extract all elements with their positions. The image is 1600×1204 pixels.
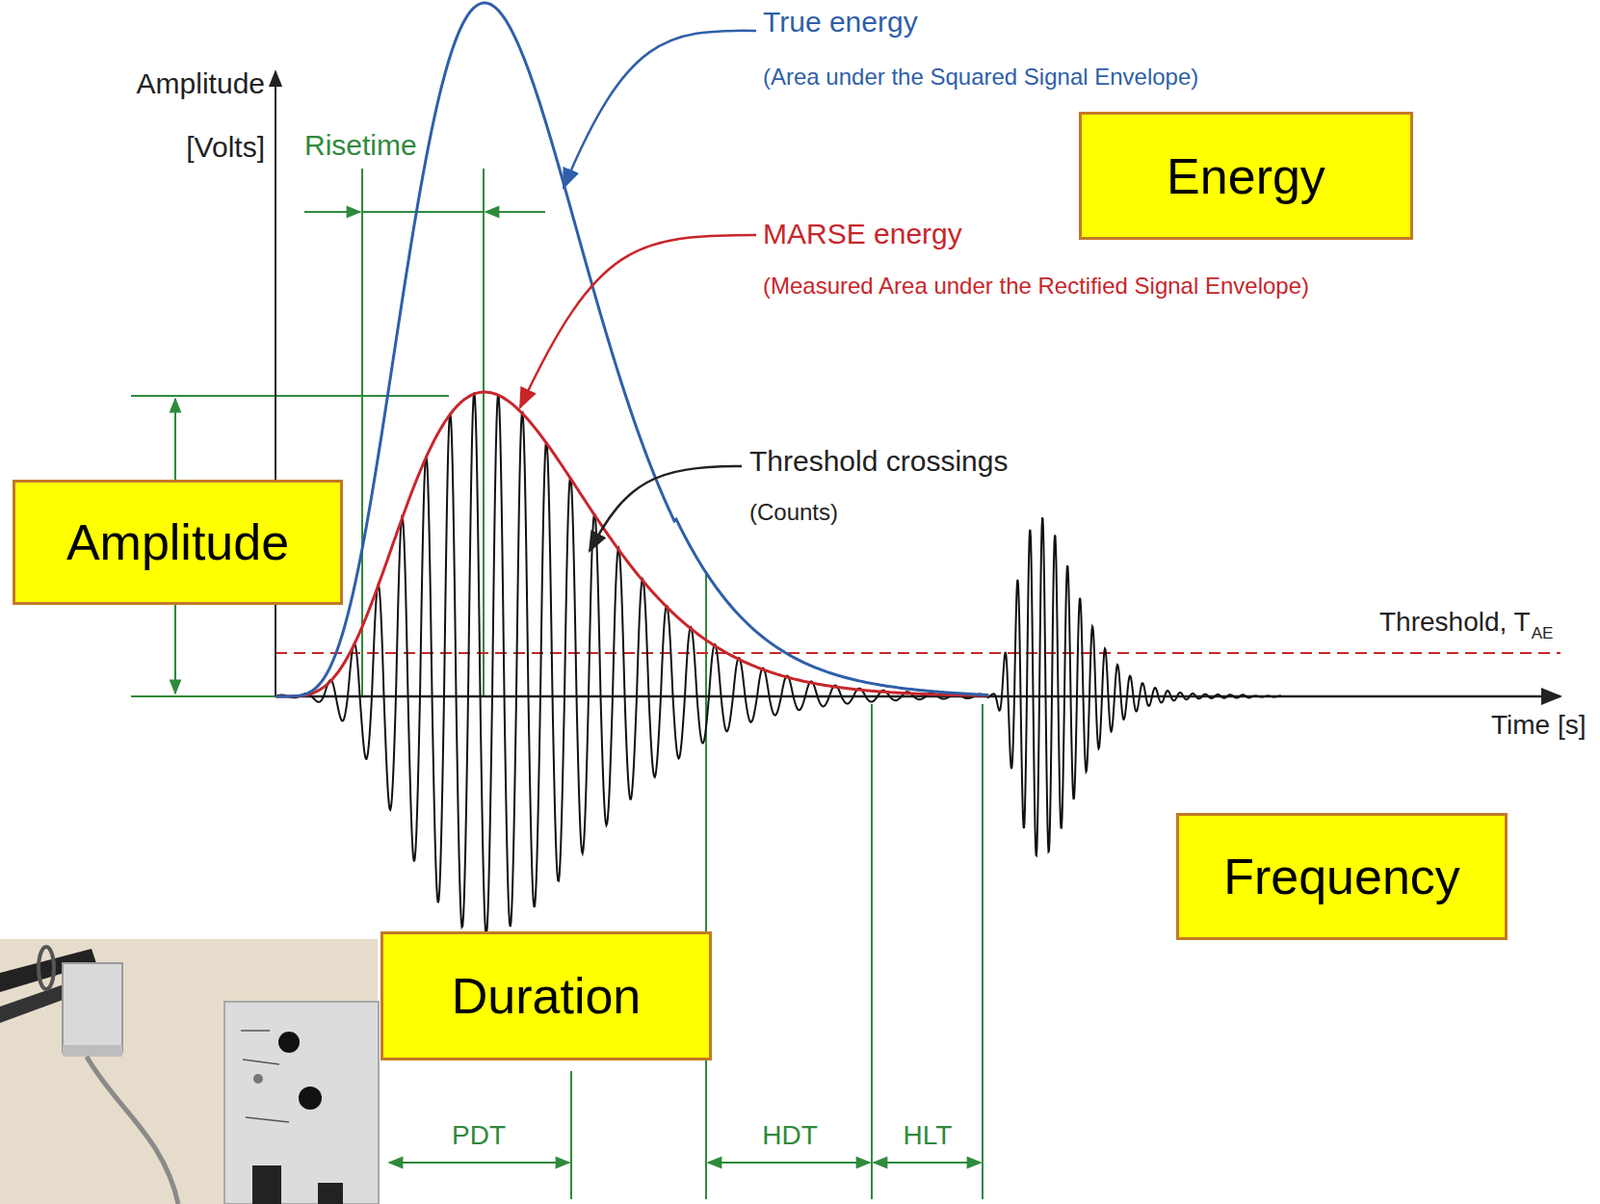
annotation-label: [Volts] [185, 131, 265, 165]
annotation-label: (Area under the Squared Signal Envelope) [762, 63, 1199, 91]
annotation-label: PDT [451, 1120, 506, 1152]
ae-signal [989, 518, 1282, 856]
annotation-label: Threshold crossings [749, 445, 1008, 479]
annotation-label: Threshold, T [1379, 606, 1531, 638]
annotation-label: HDT [761, 1120, 818, 1152]
box-label: Energy [1153, 141, 1339, 211]
annotation-label: Risetime [304, 129, 418, 163]
box-label: Amplitude [52, 507, 303, 578]
annotation-label: True energy [762, 5, 919, 40]
leader-line [589, 466, 742, 551]
annotation-label: AE [1531, 624, 1554, 644]
leader-line [520, 235, 757, 408]
box-label: Frequency [1209, 841, 1474, 912]
box-label: Duration [438, 961, 656, 1031]
annotation-label: (Measured Area under the Rectified Signa… [762, 272, 1310, 300]
true-energy-curve [275, 2, 989, 697]
annotation-label: MARSE energy [762, 217, 963, 252]
highlight-box: Amplitude [12, 479, 343, 605]
highlight-box: Duration [380, 931, 712, 1061]
annotation-label: HLT [903, 1120, 953, 1152]
annotation-label: (Counts) [749, 498, 839, 526]
annotation-label: Amplitude [136, 67, 265, 102]
highlight-box: Frequency [1176, 813, 1508, 941]
test-rig-photo [0, 939, 379, 1204]
highlight-box: Energy [1078, 111, 1414, 240]
annotation-label: Time [s] [1491, 709, 1587, 741]
leader-line [563, 30, 757, 188]
